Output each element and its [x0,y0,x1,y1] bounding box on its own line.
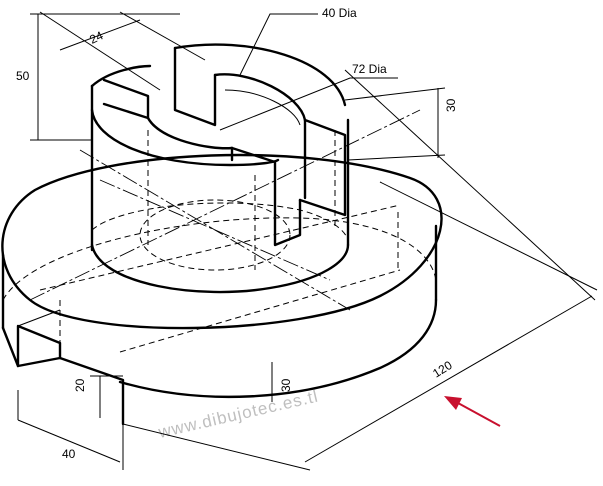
dim-24-label: 24 [87,28,105,46]
hole-arc [213,73,307,122]
view-arrow [444,396,501,427]
slot-notch-curve [146,116,234,150]
dimension-lines: 50 24 40 Dia 72 Dia 30 120 30 20 [16,6,598,471]
slot-notch-left [102,78,150,120]
centerline-3 [99,179,331,281]
base-bottom-arc [118,298,438,399]
base-slot-edge [17,309,61,327]
centerline-1 [29,109,421,301]
dim-30-base-label: 30 [279,378,293,392]
boss-top-front [90,108,280,167]
boss-bottom-arc [90,243,350,294]
dim-30-step-ext-bottom [347,154,446,161]
center-lines [29,109,421,311]
dim-72dia-leader [219,77,398,131]
base-top-ellipse [1,153,443,330]
view-arrow-head [444,396,462,410]
dim-40dia-label: 40 Dia [322,6,357,20]
dim-24-ext-2 [119,11,206,61]
dim-40dia-leader [239,13,318,76]
dim-40-label: 40 [62,447,76,461]
base-slot [1,309,125,426]
dim-20-label: 20 [73,378,87,392]
dim-24-line [59,19,141,51]
boss-cylinder [90,43,350,294]
dim-120-ext-2 [379,181,598,291]
base-inner-hidden-2 [119,269,401,353]
dim-72dia-label: 72 Dia [352,62,387,76]
dim-120-ext-3 [122,423,311,471]
base-slot-floor [16,356,62,368]
dim-50-label: 50 [16,69,30,83]
dim-120-ext-1 [344,69,596,301]
dim-30-step-ext-top [344,87,446,101]
base-disc [1,153,443,399]
dim-24-ext-1 [39,11,161,91]
base-inner-hidden-1 [39,204,401,291]
slot-notch-right [230,146,302,247]
boss-hole-hidden [139,199,291,271]
boss-top-ellipse [90,64,152,88]
base-slot-outline-right [58,356,125,426]
step-right [298,118,347,217]
base-bottom-hidden [2,217,437,301]
dim-30-step-label: 30 [444,98,458,112]
dim-40-line [17,419,121,463]
boss-step [102,46,347,247]
step-front [173,46,217,127]
hole-inner-edge [224,89,301,126]
boss-inner-hidden [91,202,349,241]
dim-120-line [304,295,593,463]
boss-top-back [173,43,347,107]
view-arrow-shaft [457,402,501,427]
